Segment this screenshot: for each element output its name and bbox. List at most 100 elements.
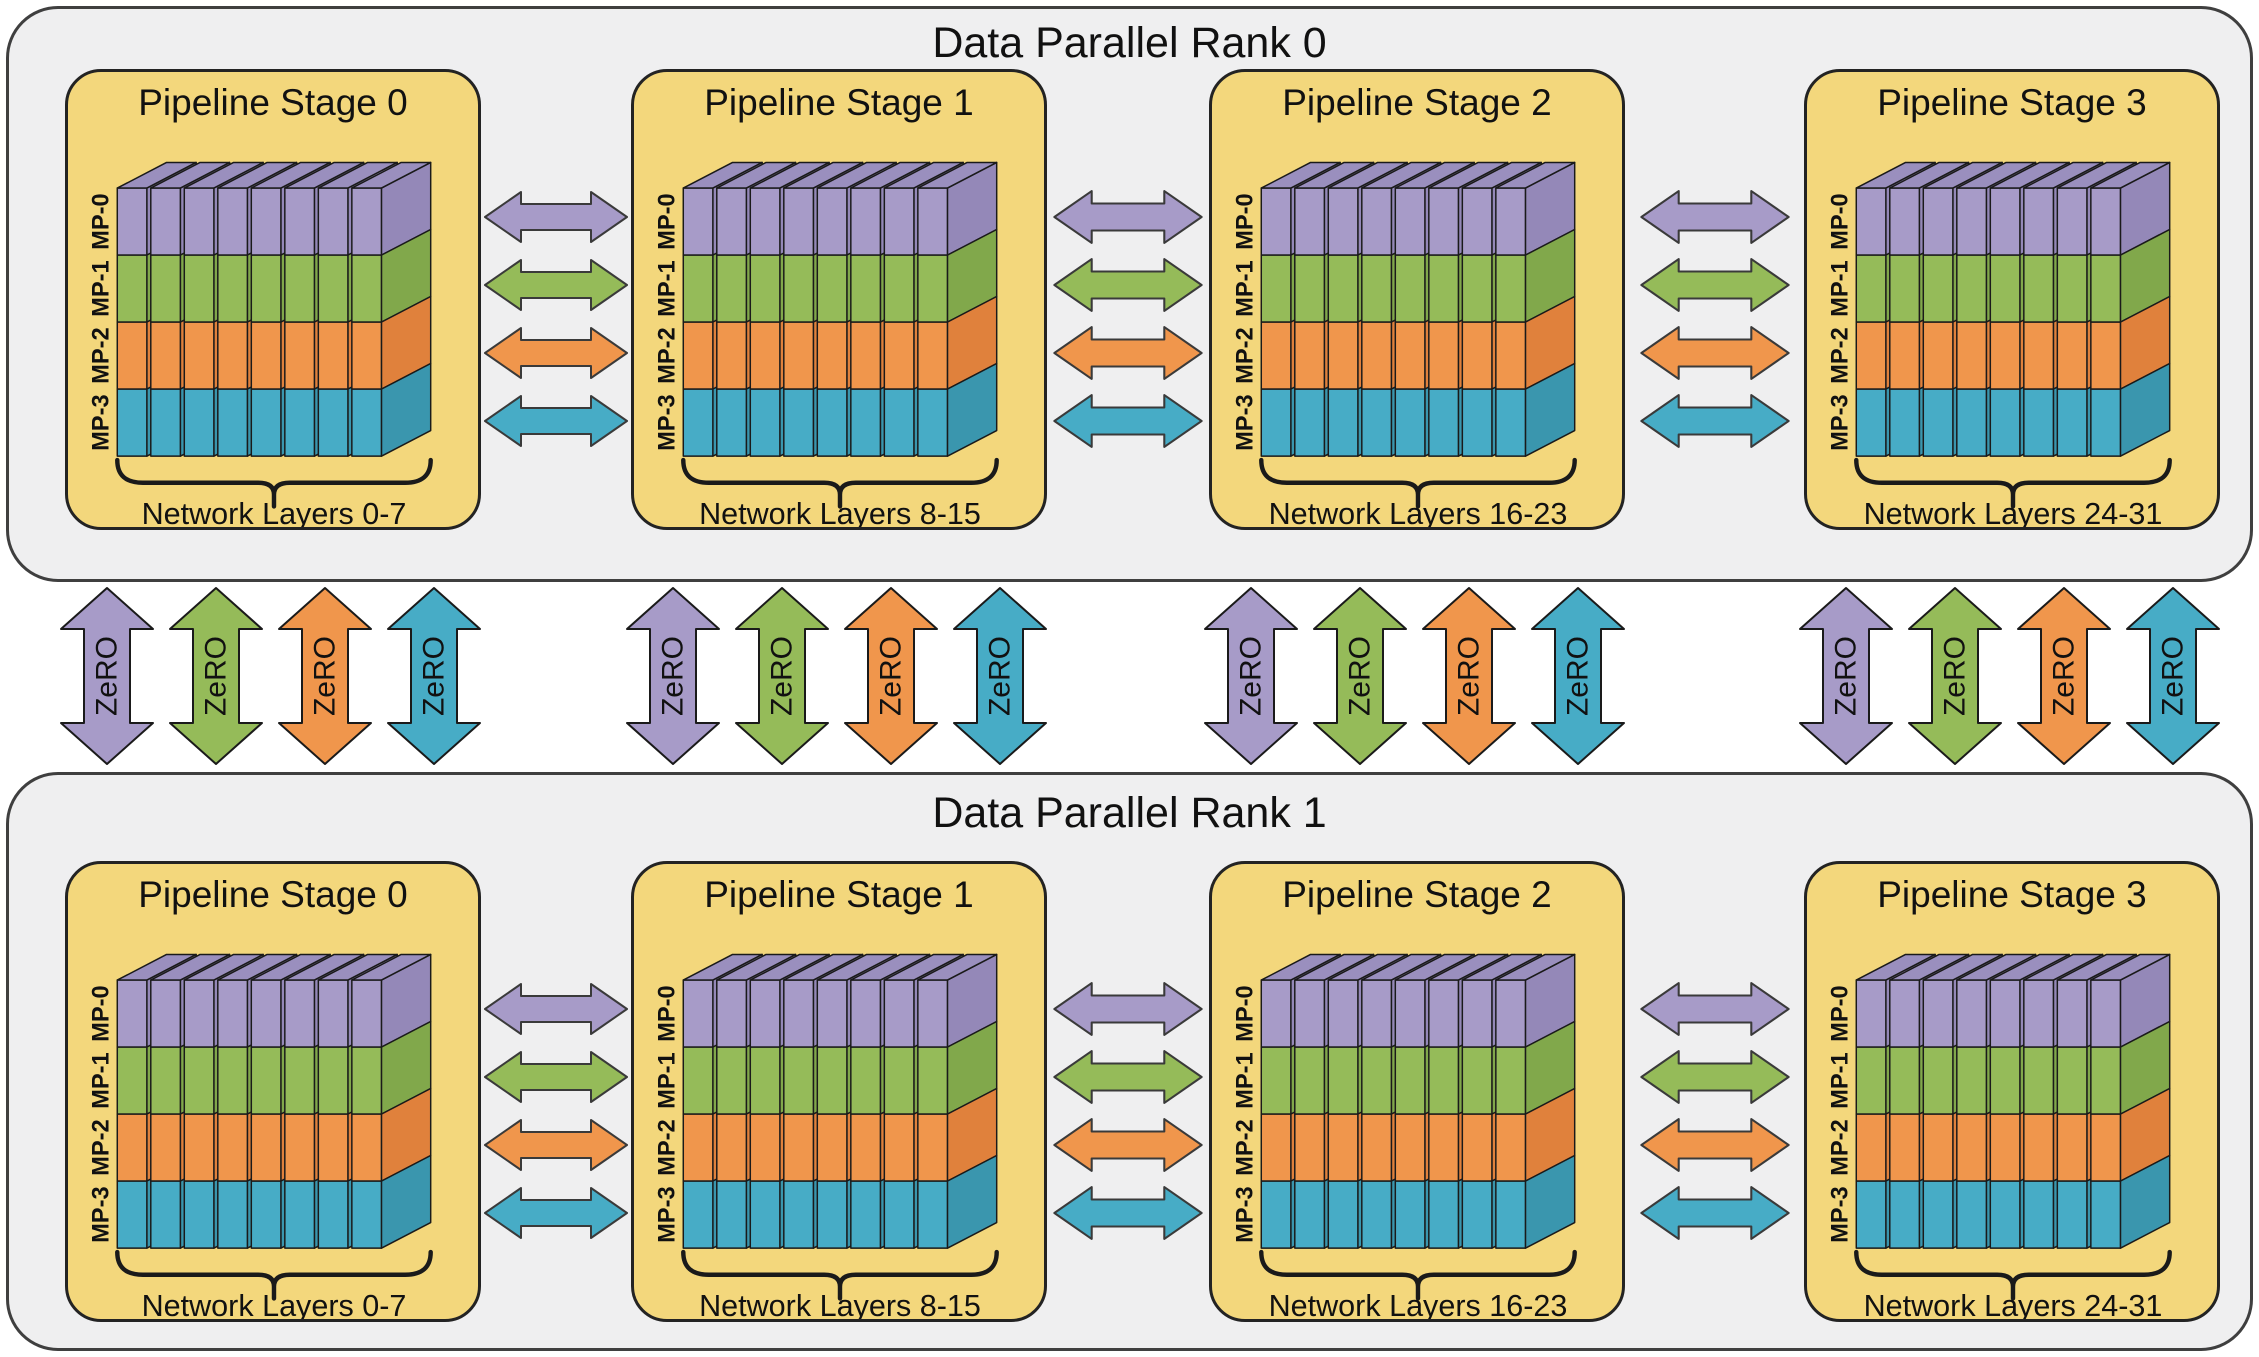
zero-arrow-label: ZeRO [1452,636,1485,716]
zero-arrow: ZeRO [2125,587,2220,765]
zero-arrow-slot: ZeRO [952,586,1048,771]
zero-arrow: ZeRO [277,587,372,765]
layers-brace [1259,1249,1577,1301]
mp-rank-label: MP-3 [1233,1186,1259,1242]
layers-brace [115,457,433,509]
stage-connector-arrow [1639,326,1790,380]
zero-arrow: ZeRO [1798,587,1893,765]
stage-connector-arrow-slot [1639,189,1790,250]
mp-rank-label: MP-0 [655,985,681,1041]
zero-arrow-label: ZeRO [199,636,232,716]
layer-slab [917,953,998,1249]
zero-arrow: ZeRO [1312,587,1407,765]
mp-rank-label: MP-2 [1233,1119,1259,1175]
zero-arrow: ZeRO [843,587,938,765]
mp-rank-label: MP-3 [655,394,681,450]
stage-connector-arrow [1053,1050,1203,1104]
stage-connector-arrow [484,395,628,447]
mp-rank-label: MP-1 [1828,1052,1854,1108]
zero-arrow-slot: ZeRO [386,586,482,771]
stage-connector-arrow-slot [484,190,628,249]
stage-connector-group [1047,69,1209,530]
zero-arrow: ZeRO [59,587,154,765]
mp-rank-label: MP-1 [1233,260,1259,316]
stage-connector-arrow [1639,190,1790,244]
mp-rank-label: MP-0 [1828,985,1854,1041]
zero-arrow-slot: ZeRO [625,586,721,771]
stage-connector-arrow-slot [1639,1185,1790,1246]
stage-connector-group [481,69,631,530]
mp-rank-label: MP-0 [1828,193,1854,249]
zero-arrow-label: ZeRO [1829,636,1862,716]
stage-connector-arrow-slot [1639,1049,1790,1110]
stage-connector-group [481,861,631,1322]
zero-arrow-label: ZeRO [656,636,689,716]
layer-slab [2090,161,2171,457]
mp-rank-label: MP-2 [89,327,115,383]
layer-slab [351,161,432,457]
stage-connector-arrow [1053,258,1203,312]
zero-arrow-label: ZeRO [1938,636,1971,716]
network-layers-label: Network Layers 0-7 [142,497,407,530]
rank-title: Data Parallel Rank 1 [932,789,1327,837]
zero-arrow-label: ZeRO [1343,636,1376,716]
stage-connector-arrow [1639,394,1790,448]
mp-rank-label: MP-1 [89,1052,115,1108]
stage-connector-arrow [1639,982,1790,1036]
stage-connector-arrow-slot [1053,325,1203,386]
stage-connector-arrow [484,1051,628,1103]
mp-rank-label: MP-3 [89,394,115,450]
zero-arrow-label: ZeRO [2047,636,2080,716]
stage-title: Pipeline Stage 1 [704,82,974,123]
stage-connector-arrow [484,1187,628,1239]
mp-rank-label: MP-2 [1233,327,1259,383]
mp-rank-label: MP-0 [1233,985,1259,1041]
stage-connector-group [1625,861,1804,1322]
mp-rank-label: MP-1 [1233,1052,1259,1108]
stage-connector-arrow-slot [484,982,628,1041]
mp-rank-label: MP-0 [89,985,115,1041]
mp-rank-label: MP-2 [1828,1119,1854,1175]
stage-connector-arrow [484,259,628,311]
stage-connector-group [1047,861,1209,1322]
network-layers-label: Network Layers 0-7 [142,1289,407,1322]
network-layers-label: Network Layers 24-31 [1864,497,2163,530]
mp-rank-label: MP-1 [89,260,115,316]
stage-connector-arrow [1053,394,1203,448]
zero-arrow: ZeRO [1203,587,1298,765]
stage-title: Pipeline Stage 2 [1282,874,1552,915]
stage-title: Pipeline Stage 2 [1282,82,1552,123]
stage-connector-arrow-slot [1053,1185,1203,1246]
stage-title: Pipeline Stage 3 [1877,82,2147,123]
zero-arrow: ZeRO [734,587,829,765]
stage-connector-arrow [1053,1186,1203,1240]
stage-connector-arrow-slot [1639,325,1790,386]
zero-arrow-slot: ZeRO [1312,586,1408,771]
mp-rank-label: MP-2 [655,327,681,383]
stage-connector-arrow [1639,1050,1790,1104]
zero-arrow-label: ZeRO [90,636,123,716]
zero-arrow-label: ZeRO [2156,636,2189,716]
stage-connector-arrow-slot [1639,393,1790,454]
stage-connector-arrow [1053,190,1203,244]
zero-arrow: ZeRO [1530,587,1625,765]
mp-rank-label: MP-3 [1233,394,1259,450]
stage-connector-arrow-slot [1639,981,1790,1042]
mp-rank-label: MP-1 [655,1052,681,1108]
layers-brace [1259,457,1577,509]
stage-connector-arrow-slot [1053,1049,1203,1110]
zero-arrow-slot: ZeRO [843,586,939,771]
zero-arrow-slot: ZeRO [1798,586,1894,771]
